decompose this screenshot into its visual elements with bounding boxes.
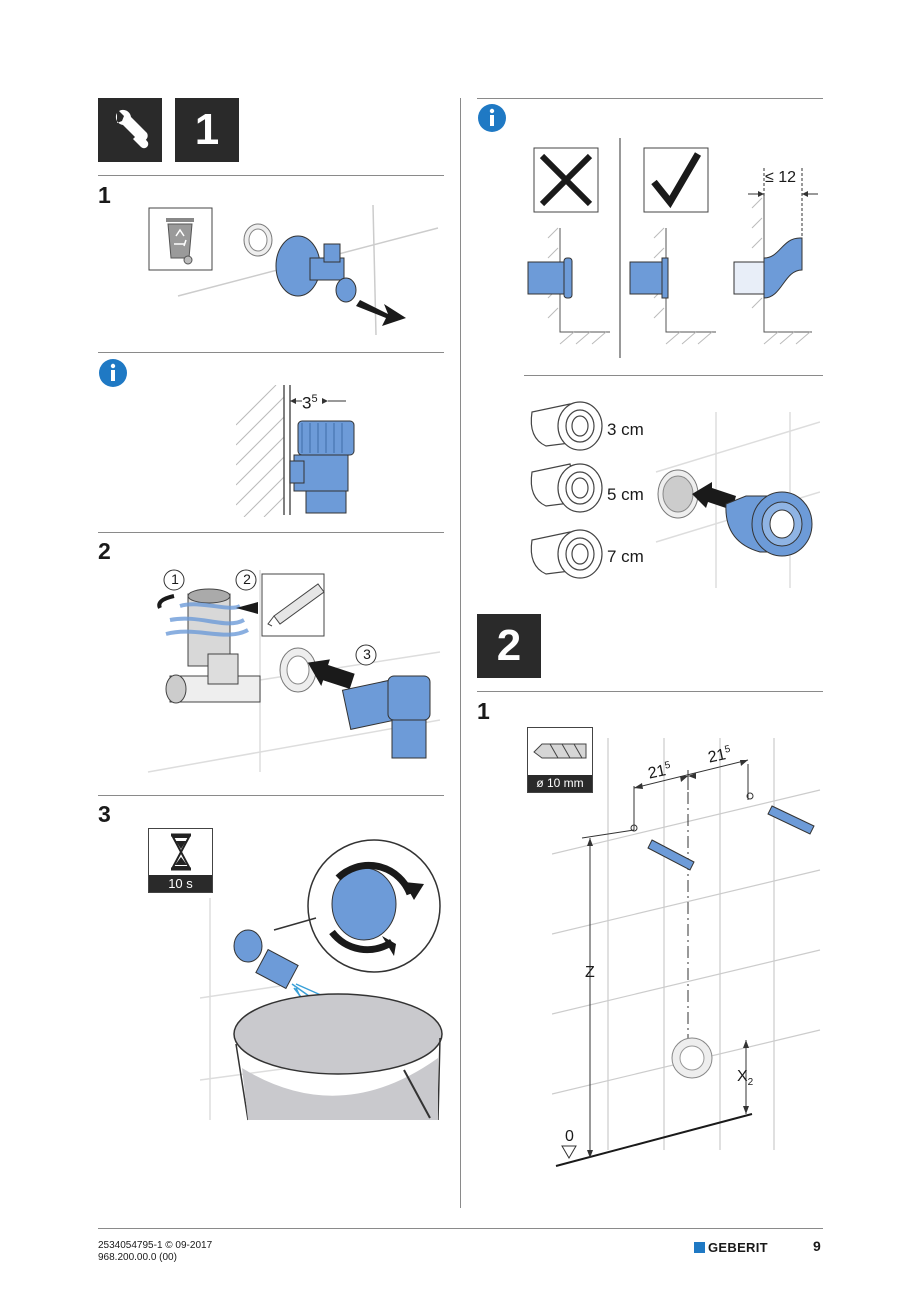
callout-1: 1 <box>171 571 179 587</box>
flush-figure <box>200 839 443 1121</box>
divider <box>98 352 444 353</box>
divider <box>477 98 823 99</box>
fitting-size-label: 3 cm <box>607 420 644 439</box>
column-divider <box>460 98 461 1208</box>
mounting-dimensions-figure <box>552 738 821 1167</box>
section-badge-2: 2 <box>477 614 541 678</box>
section-badge-1: 1 <box>175 98 239 162</box>
footer-divider <box>98 1228 823 1229</box>
divider <box>98 795 444 796</box>
timer-label: 10 s <box>149 875 212 892</box>
step-number: 1 <box>98 182 111 208</box>
callout-3: 3 <box>363 646 371 662</box>
z-label: Z <box>585 964 595 981</box>
drill-bit-icon <box>533 743 587 759</box>
info-icon <box>478 104 506 132</box>
brand-square-icon <box>694 1242 705 1253</box>
step-number: 2 <box>98 538 111 564</box>
step-number: 3 <box>98 801 111 827</box>
article-number: 968.200.00.0 (00) <box>98 1252 177 1263</box>
drill-label: ø 10 mm <box>528 775 592 792</box>
fitting-sizes-figure <box>530 401 820 588</box>
doc-number: 2534054795-1 © 09-2017 <box>98 1240 213 1251</box>
divider <box>524 375 823 376</box>
step-number: 1 <box>477 698 490 724</box>
cross-icon <box>539 153 593 207</box>
page-number: 9 <box>813 1238 821 1254</box>
correct-fitting-figure <box>527 138 818 358</box>
recycle-bin-icon <box>166 218 194 265</box>
divider <box>98 175 444 176</box>
tool-badge <box>98 98 162 162</box>
gap-label: ≤ 12 <box>765 169 797 186</box>
x2-label: X2 <box>737 1068 754 1089</box>
info-icon <box>99 359 127 387</box>
fitting-size-label: 5 cm <box>607 485 644 504</box>
callout-2: 2 <box>243 571 251 587</box>
remove-valve-figure <box>148 204 439 336</box>
valve-depth-figure <box>236 385 355 517</box>
wrench-icon <box>115 109 149 149</box>
seal-install-figure <box>147 569 441 773</box>
timer-box: 10 s <box>148 828 213 893</box>
dimension-label: 35 <box>302 393 318 413</box>
drill-box: ø 10 mm <box>527 727 593 793</box>
divider <box>98 532 444 533</box>
zero-label: 0 <box>565 1128 574 1145</box>
divider <box>477 691 823 692</box>
checkmark-icon <box>651 152 702 209</box>
brand-logo: GEBERIT <box>694 1240 768 1255</box>
fitting-size-label: 7 cm <box>607 547 644 566</box>
hourglass-icon <box>171 833 191 871</box>
